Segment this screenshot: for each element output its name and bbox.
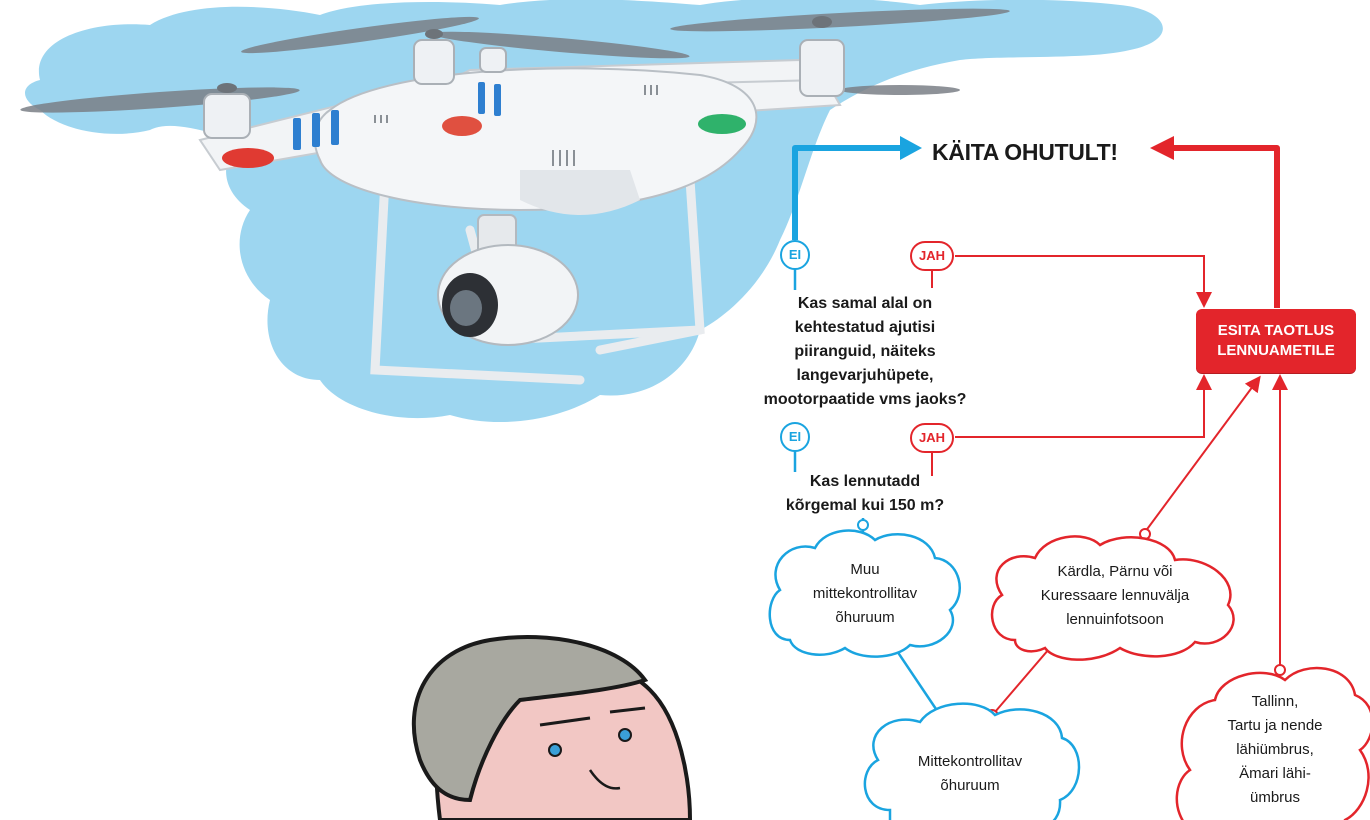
badge-ei-q1: EI	[780, 240, 810, 270]
cloud-line: mittekontrollitav	[812, 585, 918, 602]
cloud-kardla-shape	[990, 535, 1235, 661]
blue-arrowhead	[900, 136, 922, 160]
question-line: langevarjuhüpete,	[796, 367, 934, 384]
cloud-kardla-text: Kärdla, Pärnu või Kuressaare lennuvälja …	[1010, 560, 1220, 632]
cloud-mittekontrollitav-text: Mittekontrollitav õhuruum	[890, 750, 1050, 798]
badge-jah-q2: JAH	[910, 423, 954, 453]
cloud-muu-shape	[768, 529, 961, 658]
cloud-line: lähiümbrus,	[1236, 741, 1314, 758]
question-altitude-150m: Kas lennutadd kõrgemal kui 150 m?	[760, 470, 970, 518]
red-arrowhead	[1150, 136, 1174, 160]
question-line: mootorpaatide vms jaoks?	[763, 391, 967, 408]
cloud-line: Muu	[850, 561, 880, 578]
drone-illustration	[20, 8, 1010, 385]
cloud-line: Mittekontrollitav	[917, 753, 1023, 770]
apply-to-aviation-authority-box: ESITA TAOTLUS LENNUAMETILE	[1196, 309, 1356, 373]
badge-jah-q1: JAH	[910, 241, 954, 271]
cloud-line: Ämari lähi-	[1239, 765, 1311, 782]
cloud-line: Kuressaare lennuvälja	[1040, 587, 1190, 604]
cloud-muu-text: Muu mittekontrollitav õhuruum	[785, 558, 945, 630]
question-temporary-restrictions: Kas samal alal on kehtestatud ajutisi pi…	[740, 292, 990, 412]
cloud-line: õhuruum	[835, 609, 895, 626]
red-flow-lines	[1172, 145, 1280, 308]
cloud-line: õhuruum	[940, 777, 1000, 794]
heading-kaita-ohutult: KÄITA OHUTULT!	[932, 139, 1118, 165]
question-line: kehtestatud ajutisi	[794, 319, 936, 336]
question-line: Kas lennutadd	[809, 473, 921, 490]
badge-ei-q2: EI	[780, 422, 810, 452]
cloud-line: Tallinn,	[1251, 693, 1299, 710]
cloud-line: Kärdla, Pärnu või	[1057, 563, 1173, 580]
person-face-illustration	[411, 634, 693, 820]
blue-flow-lines	[792, 145, 902, 240]
cloud-line: Tartu ja nende	[1227, 717, 1323, 734]
cloud-mittekontrollitav-shape	[863, 702, 1081, 820]
red-thin-connectors	[931, 255, 1288, 713]
question-line: kõrgemal kui 150 m?	[785, 497, 945, 514]
question-line: piiranguid, näiteks	[794, 343, 936, 360]
cloud-tallinn-shape	[1175, 666, 1370, 820]
question-line: Kas samal alal on	[797, 295, 933, 312]
cloud-tallinn-text: Tallinn, Tartu ja nende lähiümbrus, Ämar…	[1200, 690, 1350, 810]
cloud-line: ümbrus	[1249, 789, 1301, 806]
apply-box-line: ESITA TAOTLUS	[1217, 322, 1335, 339]
cloud-line: lennuinfotsoon	[1066, 611, 1164, 628]
apply-box-line: LENNUAMETILE	[1217, 342, 1335, 359]
